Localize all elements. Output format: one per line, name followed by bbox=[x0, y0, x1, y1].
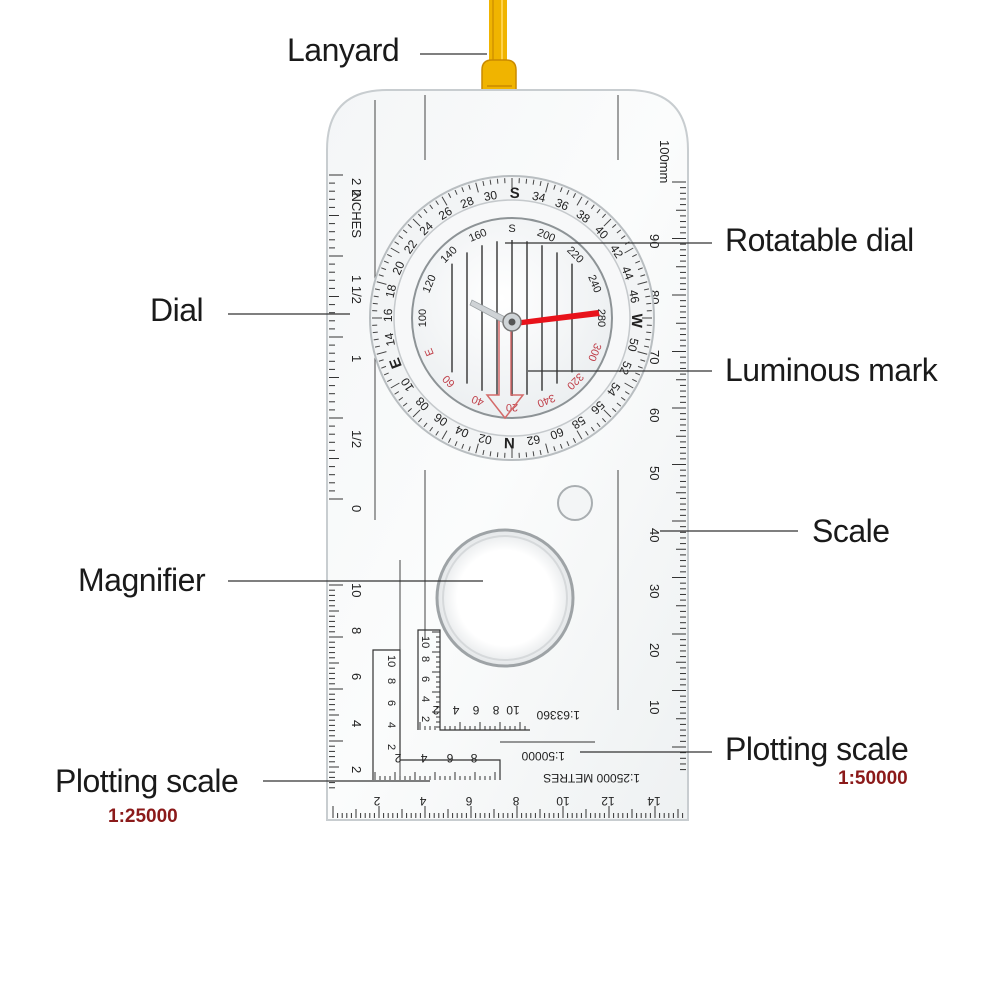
svg-text:36: 36 bbox=[553, 195, 571, 213]
svg-text:1/2: 1/2 bbox=[349, 430, 364, 448]
svg-text:10: 10 bbox=[556, 794, 570, 808]
leader-lines bbox=[228, 53, 798, 782]
svg-text:6: 6 bbox=[472, 703, 479, 717]
svg-text:2: 2 bbox=[432, 703, 439, 717]
svg-text:100mm: 100mm bbox=[657, 140, 672, 183]
svg-text:2: 2 bbox=[385, 744, 397, 750]
svg-text:30: 30 bbox=[483, 188, 499, 204]
svg-text:1:25000 METRES: 1:25000 METRES bbox=[543, 771, 640, 785]
svg-text:2: 2 bbox=[373, 794, 380, 808]
svg-text:4: 4 bbox=[385, 722, 397, 728]
svg-text:4: 4 bbox=[452, 703, 459, 717]
callout-lanyard: Lanyard bbox=[287, 32, 400, 68]
svg-text:44: 44 bbox=[619, 264, 637, 282]
svg-text:2 INCHES: 2 INCHES bbox=[349, 178, 364, 238]
svg-text:8: 8 bbox=[470, 751, 477, 765]
svg-text:8: 8 bbox=[492, 703, 499, 717]
svg-text:4: 4 bbox=[349, 720, 364, 727]
svg-text:6: 6 bbox=[385, 700, 397, 706]
svg-text:W: W bbox=[628, 313, 645, 328]
svg-text:8: 8 bbox=[512, 794, 519, 808]
callout-plotting-scale-right: Plotting scale bbox=[725, 731, 909, 767]
svg-text:1 1/2: 1 1/2 bbox=[349, 275, 364, 304]
svg-text:20: 20 bbox=[389, 259, 407, 277]
compass-needle bbox=[469, 299, 600, 332]
svg-text:14: 14 bbox=[382, 331, 398, 347]
svg-text:30: 30 bbox=[647, 584, 662, 598]
svg-text:S: S bbox=[510, 185, 520, 202]
svg-text:50: 50 bbox=[625, 337, 642, 353]
svg-text:10: 10 bbox=[506, 703, 520, 717]
svg-text:4: 4 bbox=[419, 696, 431, 702]
svg-text:04: 04 bbox=[453, 422, 471, 440]
svg-text:E: E bbox=[423, 346, 437, 357]
callout-magnifier: Magnifier bbox=[78, 562, 206, 598]
svg-text:02: 02 bbox=[477, 431, 493, 448]
callout-dial: Dial bbox=[150, 292, 204, 328]
small-hole bbox=[557, 485, 593, 521]
callout-scale: Scale bbox=[812, 513, 890, 549]
svg-text:2: 2 bbox=[419, 716, 431, 722]
plotting-scale-left-ratio: 1:25000 bbox=[108, 806, 178, 827]
svg-text:18: 18 bbox=[383, 283, 400, 299]
svg-text:2: 2 bbox=[349, 190, 364, 197]
svg-text:6: 6 bbox=[465, 794, 472, 808]
svg-text:6: 6 bbox=[349, 673, 364, 680]
magnifier-lens bbox=[435, 528, 575, 668]
callout-rotatable-dial: Rotatable dial bbox=[725, 222, 914, 258]
svg-text:52: 52 bbox=[616, 359, 634, 377]
svg-text:2: 2 bbox=[349, 766, 364, 773]
plotting-scale-right-ratio: 1:50000 bbox=[838, 768, 908, 789]
svg-text:60: 60 bbox=[548, 425, 566, 443]
svg-text:10: 10 bbox=[349, 583, 364, 597]
svg-text:6: 6 bbox=[419, 676, 431, 682]
callout-luminous-mark: Luminous mark bbox=[725, 352, 938, 388]
svg-text:40: 40 bbox=[647, 528, 662, 542]
svg-text:0: 0 bbox=[349, 505, 364, 512]
svg-text:8: 8 bbox=[419, 656, 431, 662]
svg-text:S: S bbox=[508, 223, 515, 235]
svg-text:2: 2 bbox=[394, 751, 401, 765]
svg-text:12: 12 bbox=[601, 794, 615, 808]
svg-text:10: 10 bbox=[647, 700, 662, 714]
svg-text:8: 8 bbox=[385, 678, 397, 684]
svg-text:10: 10 bbox=[385, 655, 397, 667]
svg-text:1:63360: 1:63360 bbox=[536, 708, 580, 722]
svg-text:62: 62 bbox=[525, 432, 541, 448]
svg-text:4: 4 bbox=[420, 751, 427, 765]
svg-text:14: 14 bbox=[647, 794, 661, 808]
svg-text:6: 6 bbox=[446, 751, 453, 765]
svg-text:100: 100 bbox=[417, 309, 429, 327]
svg-text:4: 4 bbox=[419, 794, 426, 808]
svg-text:50: 50 bbox=[647, 466, 662, 480]
svg-text:16: 16 bbox=[381, 308, 395, 322]
svg-text:90: 90 bbox=[647, 234, 662, 248]
svg-text:40: 40 bbox=[470, 392, 486, 408]
svg-text:1:50000: 1:50000 bbox=[521, 749, 565, 763]
svg-text:70: 70 bbox=[647, 350, 662, 364]
svg-text:20: 20 bbox=[647, 643, 662, 657]
svg-text:46: 46 bbox=[626, 289, 642, 305]
svg-text:8: 8 bbox=[349, 627, 364, 634]
svg-text:N: N bbox=[504, 434, 515, 451]
svg-text:10: 10 bbox=[419, 636, 431, 648]
svg-text:60: 60 bbox=[647, 408, 662, 422]
callout-plotting-scale-left: Plotting scale bbox=[55, 763, 239, 799]
svg-text:28: 28 bbox=[458, 193, 476, 211]
svg-text:1: 1 bbox=[349, 355, 364, 362]
svg-text:34: 34 bbox=[531, 189, 547, 206]
